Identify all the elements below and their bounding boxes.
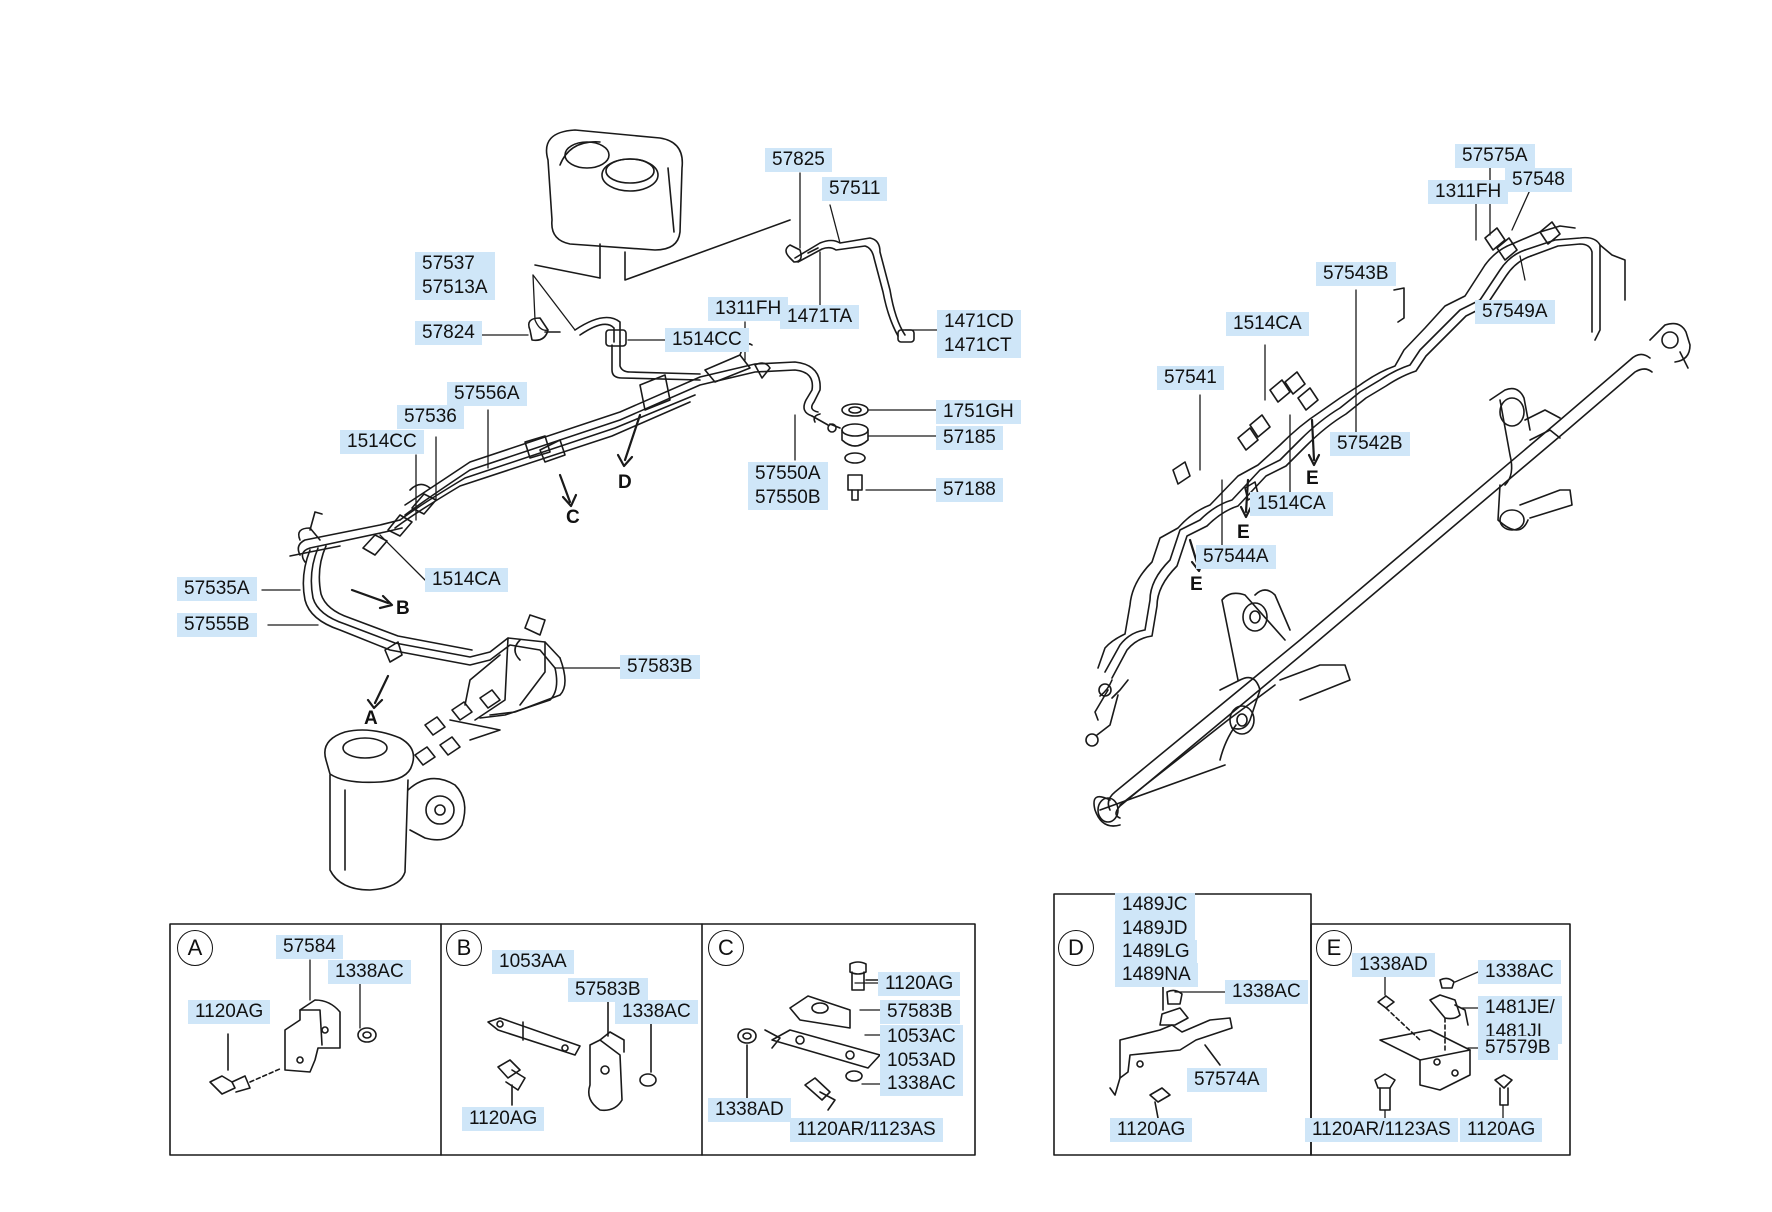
panel-e-label-1481je: 1481JE/	[1485, 997, 1555, 1018]
detail-marker-d: D	[618, 472, 632, 493]
label-57537: 57537	[422, 253, 475, 274]
label-57188: 57188	[936, 478, 1003, 502]
label-57185: 57185	[936, 426, 1003, 450]
label-57575a: 57575A	[1455, 144, 1535, 168]
label-57556a: 57556A	[447, 382, 527, 406]
label-1514ca-right-2: 1514CA	[1250, 492, 1333, 516]
panel-a-parts	[209, 999, 377, 1095]
panel-d-title: D	[1058, 930, 1094, 966]
pump-lines	[289, 511, 566, 721]
left-detail-arrows	[350, 413, 642, 710]
detail-panels-frame	[169, 893, 1571, 1156]
label-1514ca-left: 1514CA	[425, 568, 508, 592]
label-1514cc-a: 1514CC	[665, 328, 749, 352]
panel-e-label-57579b: 57579B	[1478, 1036, 1558, 1060]
panel-e-title: E	[1316, 930, 1352, 966]
detail-marker-e-3: E	[1190, 574, 1203, 595]
panel-c-label-1120ag: 1120AG	[878, 972, 961, 996]
label-1311fh-left: 1311FH	[708, 297, 789, 321]
panel-b-title: B	[446, 930, 482, 966]
panel-b-parts	[487, 999, 657, 1112]
panel-d-label-1489jc: 1489JC	[1115, 893, 1195, 917]
panel-c-label-57583b: 57583B	[880, 1000, 960, 1024]
panel-e-label-1120ar-1123as: 1120AR/1123AS	[1305, 1118, 1458, 1142]
panel-d-label-1489jd: 1489JD	[1115, 917, 1195, 941]
panel-e-label-1120ag: 1120AG	[1460, 1118, 1543, 1142]
panel-b-label-57583b: 57583B	[568, 978, 648, 1002]
label-57825: 57825	[765, 148, 832, 172]
label-1514ca-right-1: 1514CA	[1226, 312, 1309, 336]
right-fittings	[1172, 221, 1561, 501]
panel-c-label-1338ad: 1338AD	[708, 1098, 791, 1122]
detail-marker-e-2: E	[1237, 522, 1250, 543]
detail-marker-a: A	[364, 708, 378, 729]
reservoir-tank	[534, 129, 791, 281]
panel-c-label-1053ad: 1053AD	[887, 1050, 956, 1071]
panel-a-title: A	[177, 930, 213, 966]
label-1514cc-b: 1514CC	[340, 430, 424, 454]
panel-d-label-1489lg: 1489LG	[1115, 940, 1197, 964]
label-57535a: 57535A	[177, 577, 257, 601]
panel-e-label-1338ac: 1338AC	[1478, 960, 1561, 984]
label-57542b: 57542B	[1330, 432, 1410, 456]
panel-c-label-1053ac-1053ad: 1053AC 1053AD	[880, 1025, 963, 1073]
panel-b-label-1053aa: 1053AA	[492, 950, 574, 974]
leader-lines	[261, 167, 1531, 1121]
label-57511: 57511	[822, 177, 888, 201]
detail-marker-c: C	[566, 507, 580, 528]
main-line-bundle	[394, 339, 837, 529]
right-lines	[1085, 225, 1626, 747]
detail-marker-b: B	[396, 598, 410, 619]
panel-c-label-1338ac: 1338AC	[880, 1072, 963, 1096]
label-1471ta: 1471TA	[780, 305, 860, 329]
label-57548: 57548	[1505, 168, 1572, 192]
panel-a-label-1338ac: 1338AC	[328, 960, 411, 984]
panel-c-label-1120ar-1123as: 1120AR/1123AS	[790, 1118, 943, 1142]
label-57536: 57536	[397, 405, 464, 429]
label-57555b: 57555B	[177, 613, 257, 637]
panel-d-label-1338ac: 1338AC	[1225, 980, 1308, 1004]
label-57513a: 57513A	[422, 277, 488, 298]
label-1471ct: 1471CT	[944, 335, 1012, 356]
label-1311fh-right: 1311FH	[1428, 180, 1509, 204]
label-57550a: 57550A	[755, 463, 821, 484]
upper-lines	[527, 237, 915, 381]
label-57543b: 57543B	[1316, 262, 1396, 286]
panel-d-parts	[1109, 969, 1233, 1119]
label-57544a: 57544A	[1196, 545, 1276, 569]
panel-a-label-57584: 57584	[276, 935, 343, 959]
panel-a-label-1120ag: 1120AG	[188, 1000, 271, 1024]
detail-marker-e-1: E	[1306, 468, 1319, 489]
panel-d-label-1120ag: 1120AG	[1110, 1118, 1193, 1142]
panel-e-label-1338ad: 1338AD	[1352, 953, 1435, 977]
label-1471cd: 1471CD	[944, 311, 1014, 332]
panel-d-label-57574a: 57574A	[1187, 1068, 1267, 1092]
label-57550b: 57550B	[755, 487, 821, 508]
label-57824: 57824	[415, 321, 482, 345]
power-steering-pump	[324, 729, 466, 891]
label-57583b-main: 57583B	[620, 655, 700, 679]
line-clamps	[384, 435, 551, 663]
label-57537-57513a: 57537 57513A	[415, 252, 495, 300]
steering-linkage	[1093, 322, 1691, 827]
label-1471cd-1471ct: 1471CD 1471CT	[937, 310, 1021, 358]
panel-b-label-1120ag: 1120AG	[462, 1107, 545, 1131]
label-57550a-57550b: 57550A 57550B	[748, 462, 828, 510]
fitting-stack	[813, 403, 869, 501]
panel-d-label-1489na: 1489NA	[1115, 963, 1198, 987]
panel-c-label-1053ac: 1053AC	[887, 1026, 956, 1047]
panel-b-label-1338ac: 1338AC	[615, 1000, 698, 1024]
panel-c-title: C	[708, 930, 744, 966]
label-57549a: 57549A	[1475, 300, 1555, 324]
label-57541: 57541	[1157, 366, 1224, 390]
left-fittings	[362, 483, 546, 766]
label-1751gh: 1751GH	[936, 400, 1021, 424]
